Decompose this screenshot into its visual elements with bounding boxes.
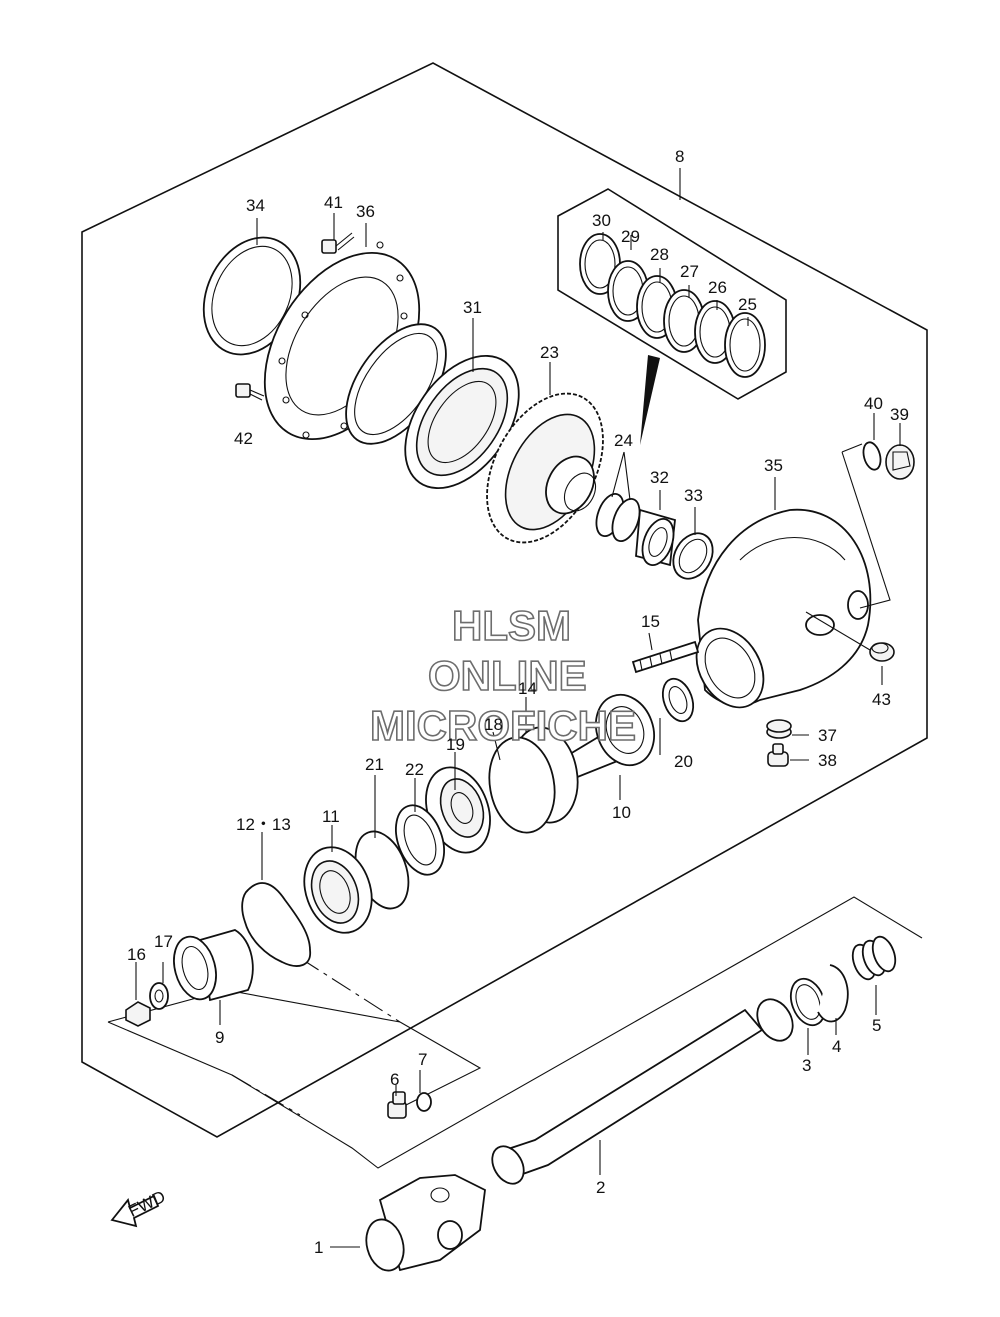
label-part-9: 9: [215, 1028, 224, 1047]
assembly-frame: [81, 62, 928, 1138]
plug-lines: [841, 443, 891, 609]
label-part-25: 25: [738, 295, 757, 314]
label-part-2: 2: [596, 1178, 605, 1197]
label-part-37: 37: [818, 726, 837, 745]
universal-joint-1: [365, 1174, 486, 1272]
label-part-38: 38: [818, 751, 837, 770]
ring-kit-box: [557, 188, 787, 400]
label-part-8: 8: [675, 147, 684, 166]
label-part-5: 5: [872, 1016, 881, 1035]
label-part-15: 15: [641, 612, 660, 631]
drive-shaft-2: [491, 998, 794, 1185]
label-part-16: 16: [127, 945, 146, 964]
label-part-21: 21: [365, 755, 384, 774]
dash-line-1: [299, 957, 401, 1023]
label-part-33: 33: [684, 486, 703, 505]
ring-40: [862, 441, 882, 471]
gasket-12-13: [241, 882, 311, 967]
label-part-23: 23: [540, 343, 559, 362]
stud-bolt-15: [631, 640, 700, 674]
bearing-19: [425, 766, 491, 854]
nut-16: [125, 1001, 151, 1027]
bolt-42: [235, 383, 265, 401]
label-part-43: 43: [872, 690, 891, 709]
label-part-17: 17: [154, 932, 173, 951]
washer-37: [766, 719, 792, 739]
label-part-28: 28: [650, 245, 669, 264]
label-part-6: 6: [390, 1070, 399, 1089]
washer-7: [416, 1092, 432, 1112]
label-part-34: 34: [246, 196, 265, 215]
label-part-3: 3: [802, 1056, 811, 1075]
drain-plug-38: [767, 743, 789, 767]
label-part-12-13: 12・13: [236, 815, 291, 834]
bolt-6: [387, 1091, 407, 1119]
needle-bearing-32: [635, 508, 676, 567]
label-part-24: 24: [614, 431, 633, 450]
shaft-frame-lines: [107, 896, 923, 1169]
ring-gear-23: [486, 392, 604, 544]
spring-5: [851, 935, 897, 981]
label-part-40: 40: [864, 394, 883, 413]
watermark-line-2: ONLINE: [428, 652, 587, 699]
label-part-14: 14: [518, 679, 537, 698]
label-part-7: 7: [418, 1050, 427, 1069]
label-part-36: 36: [356, 202, 375, 221]
label-part-27: 27: [680, 262, 699, 281]
ring-set: [579, 233, 766, 378]
bearing-20: [661, 677, 695, 723]
plug-43: [869, 642, 895, 662]
plug-43-line: [805, 611, 871, 651]
ring-18: [488, 736, 556, 834]
fwd-arrow: FWD: [110, 1187, 168, 1228]
label-part-31: 31: [463, 298, 482, 317]
ring-24b: [611, 498, 641, 542]
ring-nut-11: [303, 846, 373, 934]
label-part-39: 39: [890, 405, 909, 424]
label-part-10: 10: [612, 803, 631, 822]
label-part-35: 35: [764, 456, 783, 475]
ring-kit-pointer: [640, 355, 660, 445]
label-part-20: 20: [674, 752, 693, 771]
washer-17: [149, 982, 169, 1010]
bearing-31: [404, 354, 520, 490]
fwd-label: FWD: [125, 1187, 168, 1221]
dash-line-2: [231, 1074, 301, 1116]
label-part-26: 26: [708, 278, 727, 297]
seal-33: [672, 532, 714, 580]
plug-39: [885, 444, 915, 480]
leader-lines: [135, 168, 901, 1248]
label-part-18: 18: [484, 715, 503, 734]
bolt-41: [321, 232, 355, 254]
watermark-line-3: MICROFICHE: [370, 702, 636, 749]
label-part-1: 1: [314, 1238, 323, 1257]
watermark-line-1: HLSM: [452, 602, 571, 649]
label-part-42: 42: [234, 429, 253, 448]
label-part-30: 30: [592, 211, 611, 230]
label-part-41: 41: [324, 193, 343, 212]
label-part-11: 11: [322, 807, 340, 826]
label-part-22: 22: [405, 760, 424, 779]
label-part-19: 19: [446, 735, 465, 754]
seal-22: [395, 804, 445, 876]
circlip-4: [817, 964, 849, 1023]
label-part-4: 4: [832, 1037, 841, 1056]
label-part-32: 32: [650, 468, 669, 487]
bearing-housing-9: [173, 929, 254, 1002]
label-part-29: 29: [621, 227, 640, 246]
gear-case-35: [695, 508, 872, 709]
